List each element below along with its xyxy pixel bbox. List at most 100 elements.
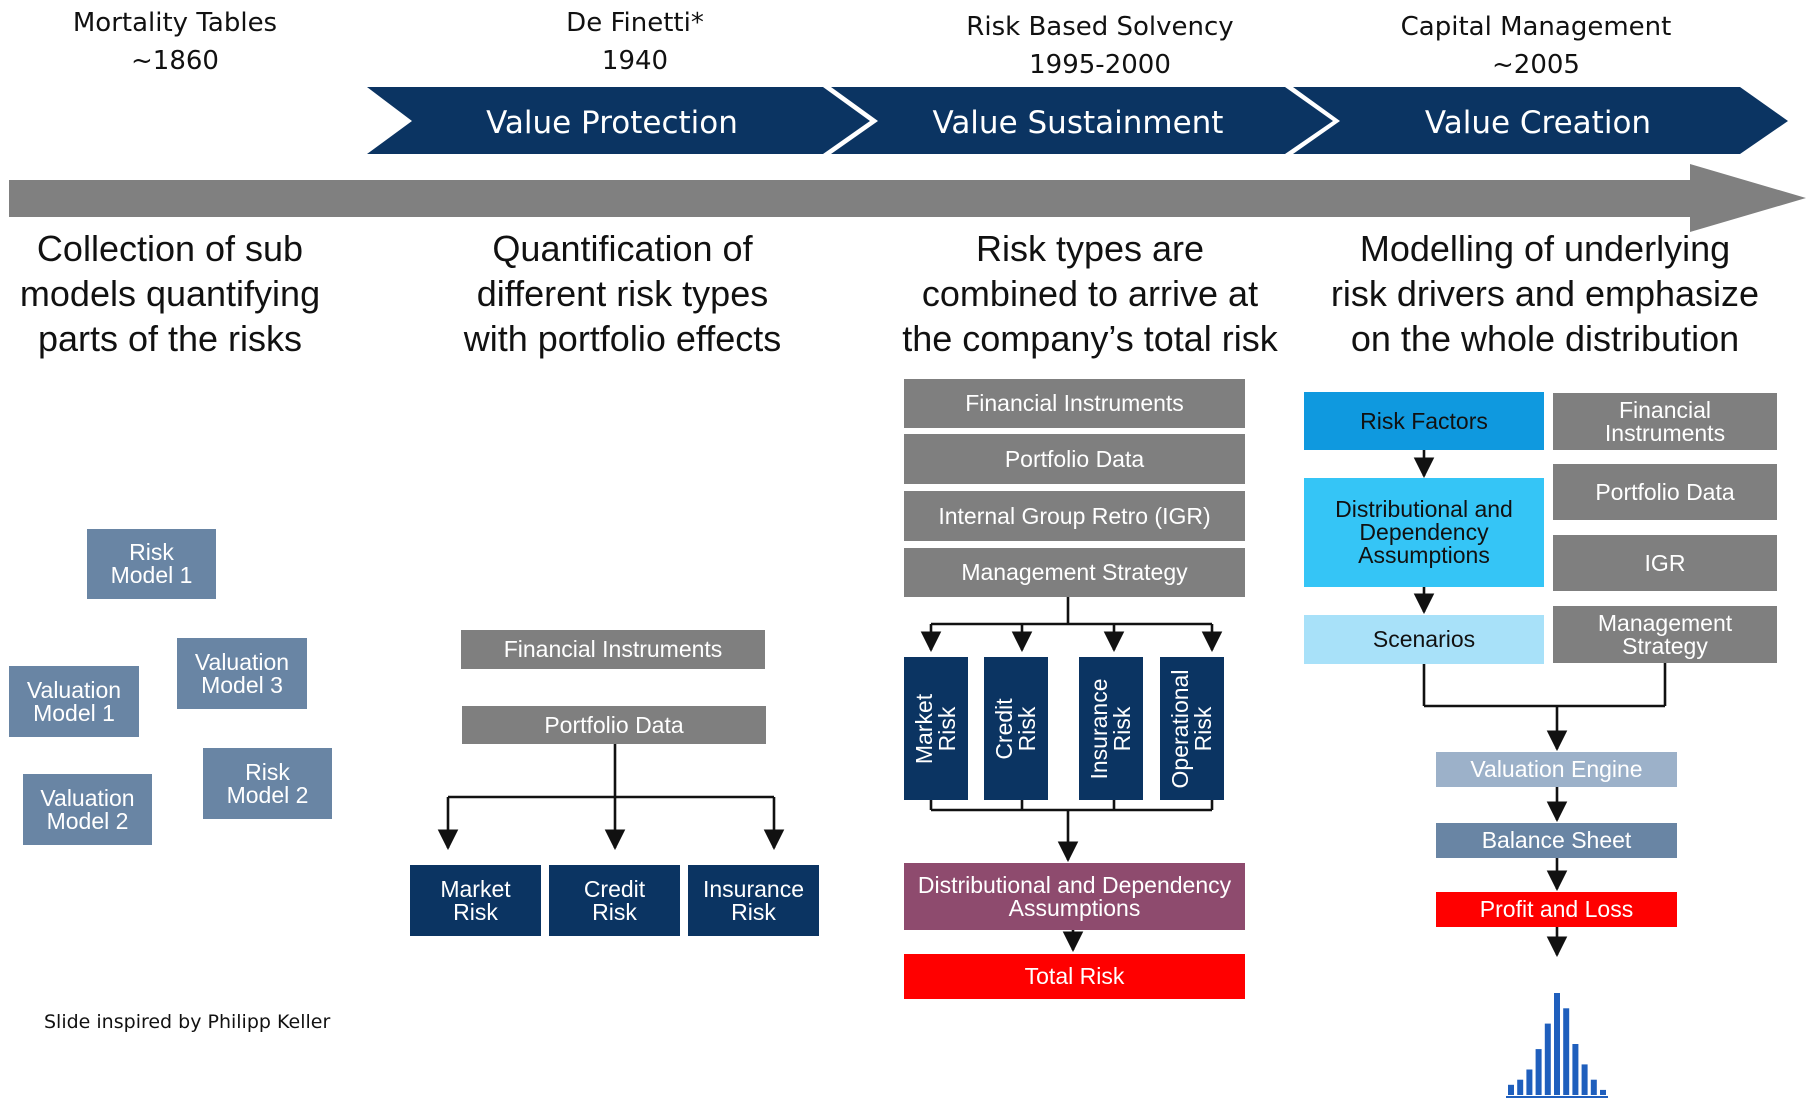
histogram-bar [1554,993,1560,1095]
stage2-portfolio-data: Portfolio Data [462,706,766,744]
box-label: Risk [245,758,290,785]
histogram-bar [1600,1089,1606,1095]
description-line: combined to arrive at [921,273,1259,314]
chevron-value-creation [1293,87,1788,154]
box-label: Internal Group Retro (IGR) [938,502,1211,529]
box-label: Model 2 [46,807,129,834]
description-line: the company’s total risk [902,318,1278,359]
era-mortality-tables: Mortality Tables ~1860 [40,4,310,80]
era-de-finetti: De Finetti* 1940 [500,4,770,80]
description-line: different risk types [476,273,769,314]
box-label: Assumptions [1358,542,1490,568]
box-label: Credit [991,697,1017,760]
description-stage-2: Quantification of different risk types w… [430,226,815,361]
box-label: Operational [1167,669,1193,788]
era-capital-management: Capital Management ~2005 [1386,8,1686,84]
box-label: Risk [592,898,637,925]
description-line: Quantification of [492,228,753,269]
box-label: Risk [1014,706,1040,751]
box-label: Financial [1618,396,1712,423]
distribution-histogram [1508,993,1606,1095]
stage4-portfolio-data: Portfolio Data [1553,464,1777,520]
box-label: Risk [731,898,776,925]
description-stage-3: Risk types are combined to arrive at the… [880,226,1300,361]
stage3-internal-group-retro: Internal Group Retro (IGR) [904,491,1245,541]
description-line: Modelling of underlying [1359,228,1731,269]
box-label: Risk [453,898,498,925]
histogram-bar [1517,1079,1524,1095]
box-label: Model 2 [226,781,309,808]
era-year: ~2005 [1492,50,1580,80]
description-line: on the whole distribution [1350,318,1740,359]
stage4-scenarios: Scenarios [1304,615,1544,664]
box-label: Risk [1190,706,1216,751]
stage3-management-strategy: Management Strategy [904,548,1245,597]
box-label: Risk [1109,706,1135,751]
stage4-risk-factors: Risk Factors [1304,392,1544,450]
description-line: risk drivers and emphasize [1330,273,1760,314]
box-label: Financial Instruments [503,636,723,662]
chevron-value-sustainment [831,87,1333,154]
era-title: Mortality Tables [72,8,278,38]
box-label: Valuation Engine [1470,756,1643,782]
box-label: Model 1 [110,562,193,588]
histogram-bar [1508,1084,1514,1095]
box-label: Insurance [1086,677,1112,780]
box-label: Model 1 [33,699,115,726]
footnote: Slide inspired by Philipp Keller [44,1011,331,1033]
phase-label: Value Sustainment [933,105,1224,141]
era-title: Risk Based Solvency [966,12,1234,42]
box-label: Management [1597,609,1733,636]
box-label: IGR [1644,549,1686,576]
stage4-valuation-engine: Valuation Engine [1436,752,1677,787]
histogram-bar [1526,1069,1533,1095]
phase-chevrons: Value Protection Value Sustainment Value… [367,87,1788,154]
box-label: Balance Sheet [1481,827,1632,853]
box-label: Profit and Loss [1479,896,1634,922]
histogram-bar [1535,1049,1542,1095]
era-risk-based-solvency: Risk Based Solvency 1995-2000 [940,8,1260,84]
box-label: Credit [583,875,646,902]
stage4-igr: IGR [1553,535,1777,591]
era-year: ~1860 [131,46,219,76]
phase-label: Value Creation [1425,105,1651,141]
box-label: Model 3 [201,671,283,698]
stage2-financial-instruments: Financial Instruments [461,630,765,669]
box-label: Instruments [1604,419,1726,446]
box-label: Valuation [40,784,135,811]
box-label: Management Strategy [961,559,1188,585]
histogram-bar [1590,1079,1597,1095]
description-line: parts of the risks [37,318,303,359]
stage4-balance-sheet: Balance Sheet [1436,823,1677,858]
box-label: Dependency [1359,519,1489,545]
description-stage-1: Collection of sub models quantifying par… [0,226,340,361]
box-label: Market [911,693,937,764]
box-label: Risk [129,539,174,565]
box-label: Portfolio Data [1004,445,1145,472]
histogram-bar [1563,1008,1570,1095]
description-stage-4: Modelling of underlying risk drivers and… [1310,226,1780,361]
box-label: Portfolio Data [1595,478,1735,505]
histogram-bar [1544,1023,1551,1095]
era-year: 1995-2000 [1029,50,1171,80]
phase-label: Value Protection [486,105,738,141]
description-line: Risk types are [975,228,1205,269]
chevron-value-protection [367,87,870,154]
